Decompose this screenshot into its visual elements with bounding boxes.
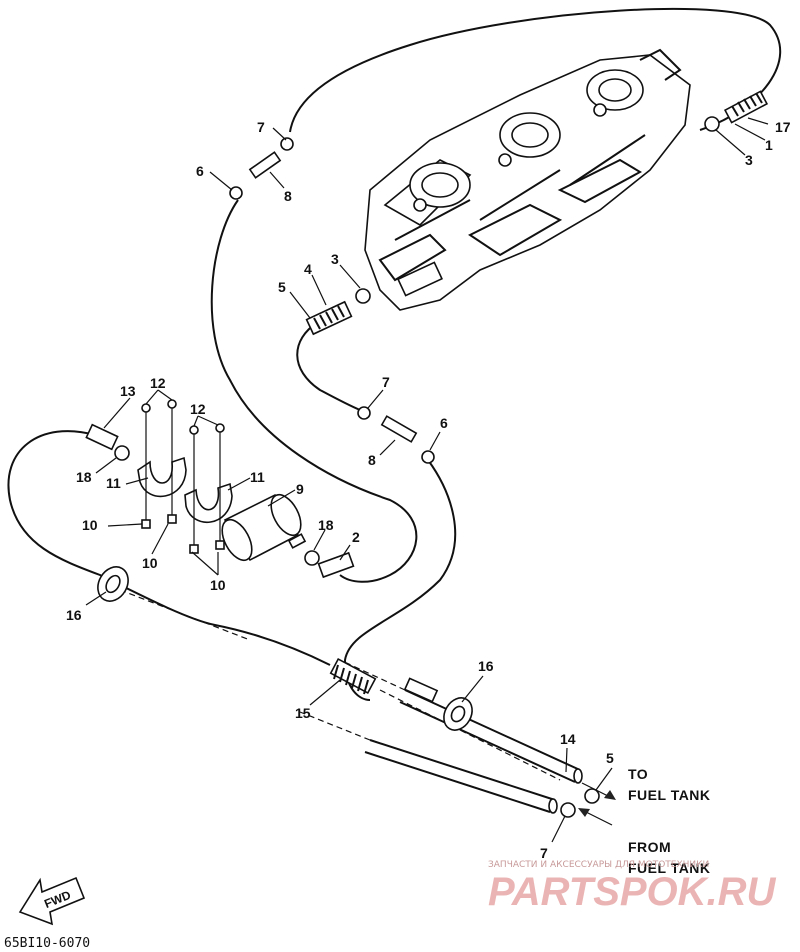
- callout-18-left: 18: [76, 469, 92, 485]
- callout-9: 9: [296, 481, 304, 497]
- clip-3-mid: [355, 288, 371, 304]
- callout-16-left: 16: [66, 607, 82, 623]
- hose-carb-to-joint: [296, 321, 361, 411]
- callout-16-right: 16: [478, 658, 494, 674]
- grommet-16-left-inner: [105, 574, 121, 594]
- callout-12-right: 12: [190, 401, 206, 417]
- callout-6-mid: 6: [440, 415, 448, 431]
- svg-text:FUEL TANK: FUEL TANK: [628, 860, 711, 876]
- hose-lower-dash: [119, 589, 561, 781]
- clip-3-right: [704, 116, 720, 132]
- to-fuel-tank-label: TO FUEL TANK: [628, 766, 711, 803]
- callout-5-mid: 5: [278, 279, 286, 295]
- callout-13: 13: [120, 383, 136, 399]
- callout-7-tank: 7: [540, 845, 548, 861]
- spring-4: [305, 300, 353, 336]
- watermark-brand: PARTSPOK.RU: [488, 870, 777, 914]
- callout-10-right: 10: [210, 577, 226, 593]
- svg-text:FUEL TANK: FUEL TANK: [628, 787, 711, 803]
- screws-12: [141, 399, 225, 548]
- joint-8-upper: [229, 137, 294, 200]
- svg-text:FROM: FROM: [628, 839, 671, 855]
- callout-5-tank: 5: [606, 750, 614, 766]
- upper-hose: [289, 7, 782, 133]
- hose-2: [317, 551, 355, 579]
- spring-17: [723, 90, 769, 124]
- from-fuel-tank-label: FROM FUEL TANK: [628, 839, 711, 876]
- flow-arrows: [578, 782, 616, 826]
- watermark-tagline: ЗАПЧАСТИ И АКСЕССУАРЫ ДЛЯ МОТОТЕХНИКИ: [488, 860, 709, 870]
- callout-11-left: 11: [106, 475, 121, 491]
- callouts: 17 1 3 7 8 6 3 4 5 7 6 8 13 12 12 18 11 …: [66, 119, 791, 861]
- callout-2: 2: [352, 529, 360, 545]
- callout-11-right: 11: [250, 469, 265, 485]
- clip-18-left: [114, 445, 130, 461]
- callout-14: 14: [560, 731, 576, 747]
- callout-10-left: 10: [82, 517, 98, 533]
- grommet-16-right-inner: [450, 705, 466, 723]
- callout-15: 15: [295, 705, 311, 721]
- callout-8-mid: 8: [368, 452, 376, 468]
- spring-15: [329, 657, 377, 695]
- clip-18-right: [304, 550, 320, 566]
- callout-4: 4: [304, 261, 312, 277]
- callout-1: 1: [765, 137, 773, 153]
- svg-text:TO: TO: [628, 766, 648, 782]
- callout-3-mid: 3: [331, 251, 339, 267]
- fwd-arrow: FWD: [18, 876, 86, 926]
- callout-8-upper: 8: [284, 188, 292, 204]
- tank-pipes: [299, 659, 583, 814]
- callout-12-left: 12: [150, 375, 166, 391]
- clip-5-tank: [584, 788, 600, 804]
- leader-lines: [85, 117, 769, 843]
- callout-17: 17: [775, 119, 791, 135]
- hose-left-descend: [210, 199, 418, 583]
- hose-left-loop: [7, 430, 331, 666]
- carburetor-assembly: [364, 48, 691, 311]
- callout-3-right: 3: [745, 152, 753, 168]
- callout-7-upper: 7: [257, 119, 265, 135]
- joint-8-lower: [357, 406, 435, 464]
- bracket-11-left: [137, 456, 187, 498]
- bracket-11-right: [184, 482, 233, 523]
- callout-6-upper: 6: [196, 163, 204, 179]
- callout-10-mid: 10: [142, 555, 158, 571]
- watermark: ЗАПЧАСТИ И АКСЕССУАРЫ ДЛЯ МОТОТЕХНИКИ PA…: [488, 860, 777, 914]
- nuts-10: [141, 514, 225, 554]
- clip-7-tank: [560, 802, 576, 818]
- fuel-filter-9: [221, 493, 307, 562]
- callout-7-mid: 7: [382, 374, 390, 390]
- callout-18-right: 18: [318, 517, 334, 533]
- hose-13: [85, 423, 119, 451]
- diagram-code: 65BI10-6070: [4, 936, 90, 951]
- hose-joint-down: [343, 459, 457, 701]
